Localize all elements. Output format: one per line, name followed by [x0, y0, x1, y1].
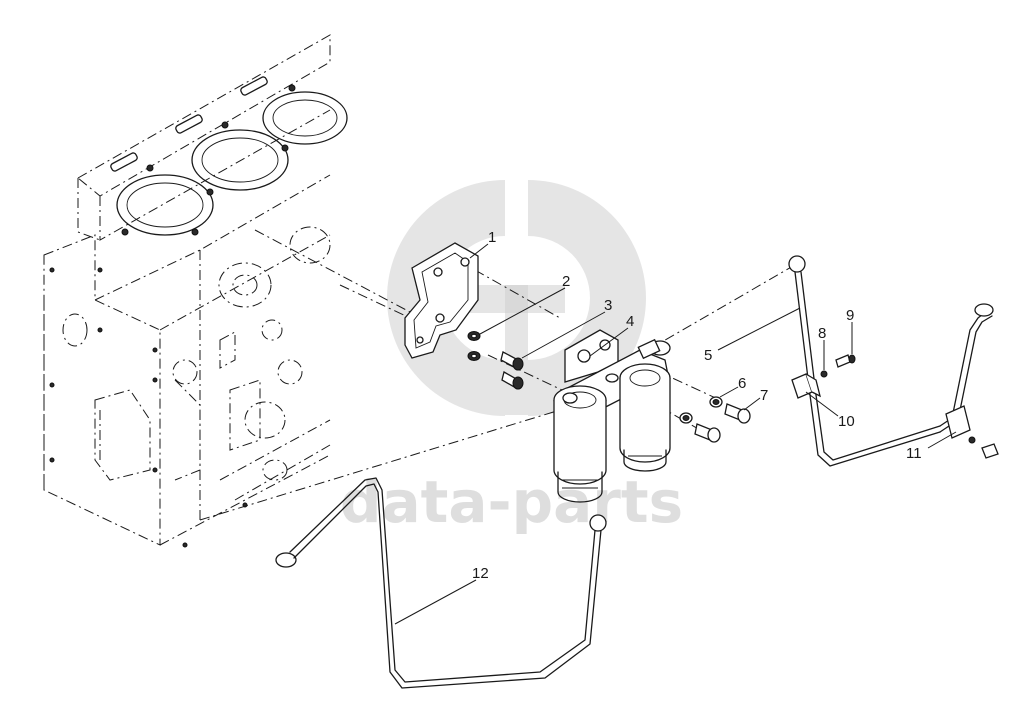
- part-1-gasket-plate: [404, 242, 479, 359]
- callout-11: 11: [906, 445, 922, 462]
- callout-labels: 1 2 3 4 5 6 7 8 9 10 11 12: [472, 229, 922, 582]
- callout-2: 2: [562, 273, 570, 290]
- part-5-fuel-pipe: [788, 255, 941, 467]
- callout-7: 7: [760, 387, 768, 404]
- callout-leaders: [394, 243, 957, 625]
- callout-10: 10: [838, 413, 855, 430]
- part-2-o-rings: [467, 331, 481, 361]
- callout-1: 1: [488, 229, 496, 246]
- part-6-washer: [679, 396, 723, 424]
- part-10-clamp: [791, 373, 821, 399]
- callout-5: 5: [704, 347, 712, 364]
- part-3-bolts: [500, 351, 524, 390]
- part-4-fuel-filter-assembly: [553, 329, 671, 503]
- part-8-washer: [820, 370, 828, 378]
- part-11-fuel-pipe: [939, 303, 999, 459]
- callout-8: 8: [818, 325, 826, 342]
- callout-4: 4: [626, 313, 634, 330]
- part-9-bolt: [835, 354, 856, 368]
- part-7-bolts: [694, 403, 751, 443]
- engine-block: [43, 34, 348, 548]
- callout-12: 12: [472, 565, 489, 582]
- callout-3: 3: [604, 297, 612, 314]
- callout-9: 9: [846, 307, 854, 324]
- callout-6: 6: [738, 375, 746, 392]
- part-12-fuel-pipe: [275, 477, 607, 689]
- watermark-text: data-parts: [340, 468, 683, 536]
